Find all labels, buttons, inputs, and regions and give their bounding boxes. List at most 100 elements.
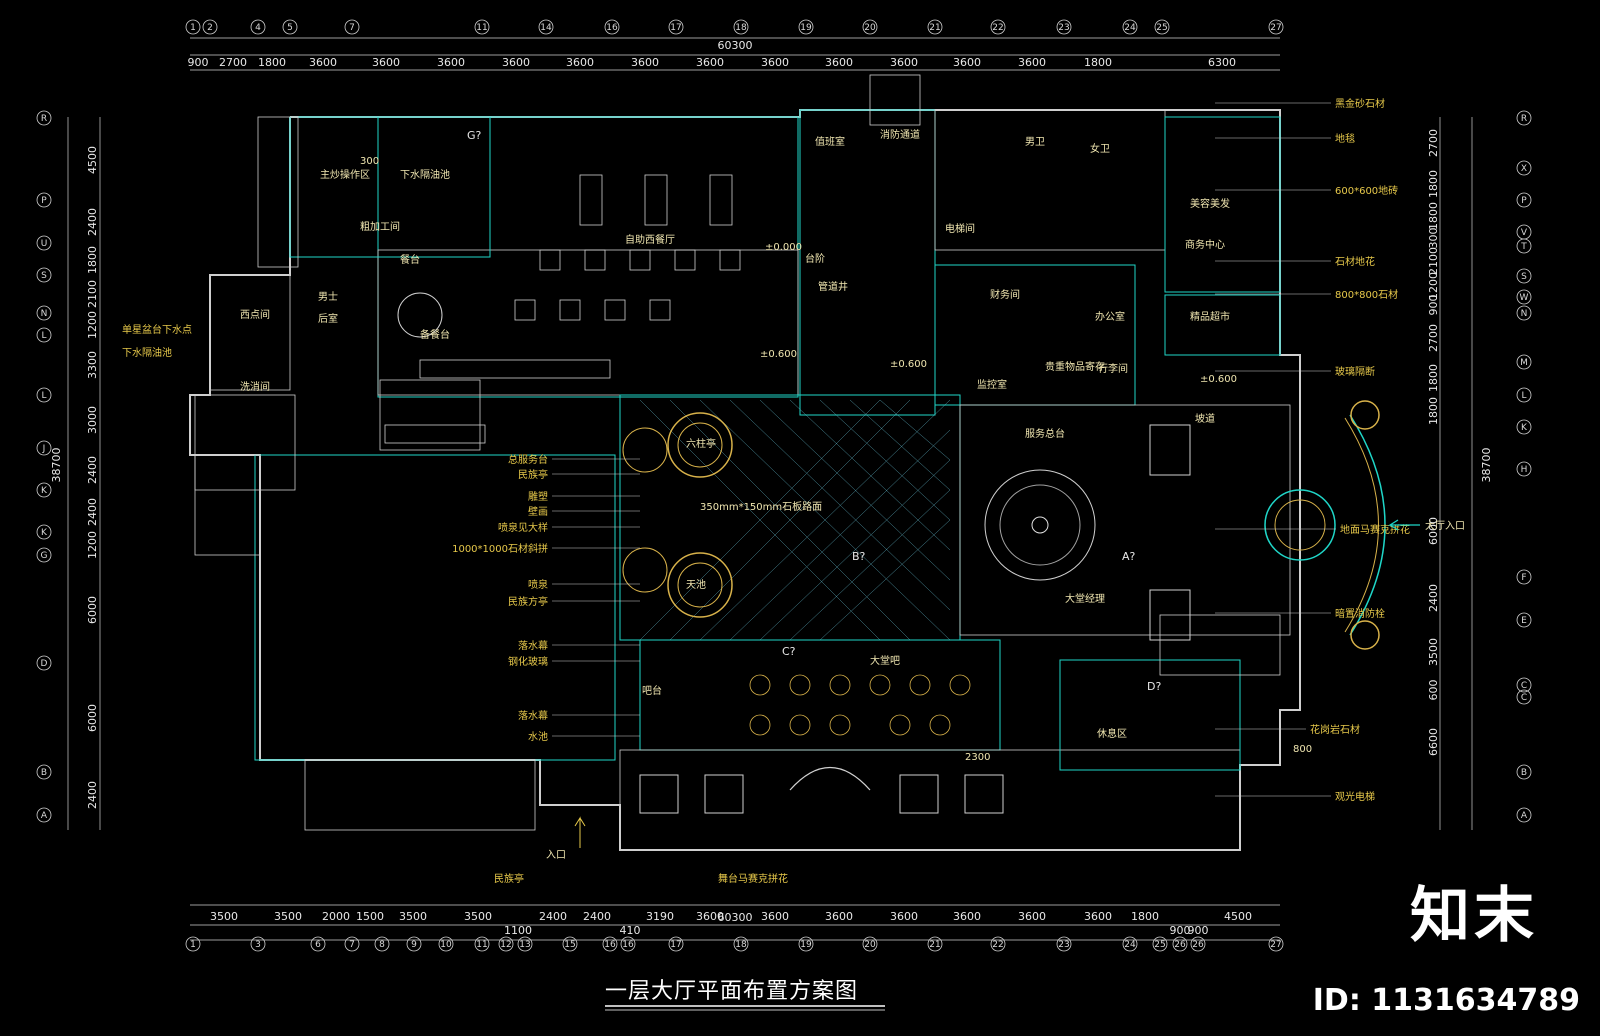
right-dim-7: 2700 bbox=[1427, 324, 1440, 352]
axis-left-3-label: S bbox=[41, 271, 47, 281]
misc-marks: ±0.000±0.600±0.600±0.600G?A?B?C?D?350mm*… bbox=[467, 129, 1312, 755]
left-dim-4: 1200 bbox=[86, 311, 99, 339]
zone-mark-2: B? bbox=[852, 550, 866, 563]
bottom-dim-4: 3500 bbox=[399, 910, 427, 923]
axis-bottom-18-label: 22 bbox=[992, 940, 1003, 950]
center-callout-2: 雕塑 bbox=[528, 490, 640, 503]
axis-bottom-5: 9 bbox=[406, 936, 422, 952]
room-label-11: 台阶 bbox=[805, 252, 825, 265]
hall-label-1: 天池 bbox=[686, 578, 706, 591]
bottom-dim-10: 3190 bbox=[646, 910, 674, 923]
room-label-28: 大堂吧 bbox=[870, 654, 900, 667]
axis-bottom-4: 8 bbox=[374, 936, 390, 952]
axis-left-2-label: U bbox=[41, 239, 48, 249]
top-dim-13: 3600 bbox=[953, 56, 981, 69]
center-callout-text-9: 钢化玻璃 bbox=[508, 655, 548, 668]
right-callouts: 黑金砂石材地毯600*600地砖石材地花800*800石材玻璃隔断地面马赛克拼花… bbox=[1215, 97, 1410, 803]
right-callout-text-5: 玻璃隔断 bbox=[1335, 365, 1375, 378]
axis-top-1: 2 bbox=[202, 19, 218, 35]
bottom-dim-1: 3500 bbox=[274, 910, 302, 923]
left-dim-7: 2400 bbox=[86, 456, 99, 484]
room-label-17: 备餐台 bbox=[420, 328, 450, 341]
center-callout-text-10: 落水幕 bbox=[518, 709, 548, 722]
center-callout-text-7: 民族方亭 bbox=[508, 595, 548, 608]
axis-bottom-18: 22 bbox=[990, 936, 1006, 952]
axis-bottom-6-label: 10 bbox=[440, 940, 452, 950]
axis-bottom-3: 7 bbox=[344, 936, 360, 952]
left-dim-3: 2100 bbox=[86, 280, 99, 308]
bottom-dim-14: 3600 bbox=[890, 910, 918, 923]
axis-right-0: R bbox=[1516, 110, 1532, 126]
top-dim-9: 3600 bbox=[696, 56, 724, 69]
axis-bottom-19: 23 bbox=[1056, 936, 1072, 952]
room-label-30: 休息区 bbox=[1097, 727, 1127, 740]
axis-right-9: L bbox=[1516, 387, 1532, 403]
axis-top-13: 22 bbox=[990, 19, 1006, 35]
center-callout-text-12: 民族亭 bbox=[494, 872, 524, 885]
axis-bottom-17: 21 bbox=[927, 936, 943, 952]
right-callout-4: 800*800石材 bbox=[1215, 288, 1398, 301]
axis-top-13-label: 22 bbox=[992, 23, 1003, 33]
bottom-dim-6: 1100 bbox=[504, 924, 532, 937]
top-dim-3: 3600 bbox=[309, 56, 337, 69]
right-dim-3: 300 bbox=[1427, 228, 1440, 249]
axis-top-8: 17 bbox=[668, 19, 684, 35]
axis-left-2: U bbox=[36, 235, 52, 251]
axis-left-12-label: B bbox=[41, 768, 47, 778]
axis-bottom-9: 13 bbox=[517, 936, 533, 952]
axis-top-16-label: 25 bbox=[1156, 23, 1167, 33]
axis-top-14-label: 23 bbox=[1058, 23, 1069, 33]
center-callout-5: 1000*1000石材斜拼 bbox=[452, 542, 640, 555]
room-label-33: 300 bbox=[360, 156, 379, 167]
axis-right-15-label: C bbox=[1521, 693, 1527, 703]
axis-top-0-label: 1 bbox=[190, 23, 196, 33]
bottom-dim-3: 1500 bbox=[356, 910, 384, 923]
axis-bottom-22: 26 bbox=[1172, 936, 1188, 952]
axis-bottom-20: 24 bbox=[1122, 936, 1138, 952]
room-label-20: 精品超市 bbox=[1190, 310, 1230, 323]
axis-right-15: C bbox=[1516, 689, 1532, 705]
room-labels: 值班室消防通道男卫女卫美容美发主炒操作区下水隔油池粗加工间自助西餐厅餐台电梯间台… bbox=[240, 128, 1230, 861]
axis-right-11: H bbox=[1516, 461, 1532, 477]
axis-top-4-label: 7 bbox=[349, 23, 355, 33]
room-label-6: 下水隔油池 bbox=[400, 168, 450, 181]
axis-bottom-12: 16 bbox=[620, 936, 636, 952]
zone-mark-0: G? bbox=[467, 129, 482, 142]
right-callout-3: 石材地花 bbox=[1215, 255, 1375, 268]
right-callout-text-3: 石材地花 bbox=[1335, 255, 1375, 268]
building-outline bbox=[189, 74, 1386, 851]
right-callout-text-0: 黑金砂石材 bbox=[1335, 97, 1385, 110]
center-callout-text-6: 喷泉 bbox=[528, 578, 548, 591]
left-dim-6: 3000 bbox=[86, 406, 99, 434]
right-callout-text-2: 600*600地砖 bbox=[1335, 184, 1398, 197]
center-callout-text-0: 总服务台 bbox=[508, 453, 548, 466]
left-callout-0: 单星盆台下水点 bbox=[122, 323, 192, 336]
center-callout-6: 喷泉 bbox=[528, 578, 640, 591]
top-dim-8: 3600 bbox=[631, 56, 659, 69]
axis-top-6-label: 14 bbox=[540, 23, 552, 33]
top-dim-15: 1800 bbox=[1084, 56, 1112, 69]
right-callout-9: 观光电梯 bbox=[1215, 790, 1375, 803]
axis-right-3-label: V bbox=[1521, 228, 1528, 238]
top-dim-14: 3600 bbox=[1018, 56, 1046, 69]
axis-right-6-label: W bbox=[1520, 293, 1529, 303]
axis-left-10-label: G bbox=[41, 551, 48, 561]
axis-top-11: 20 bbox=[862, 19, 878, 35]
center-callouts: 总服务台民族亭雕塑壁画喷泉见大样1000*1000石材斜拼喷泉民族方亭落水幕钢化… bbox=[452, 453, 788, 885]
axis-bottom-23-label: 26 bbox=[1192, 940, 1204, 950]
center-callout-12: 民族亭 bbox=[494, 872, 524, 885]
axis-bottom-8: 12 bbox=[498, 936, 514, 952]
bottom-dim-11: 3600 bbox=[696, 910, 724, 923]
axis-top-6: 14 bbox=[538, 19, 554, 35]
axis-bottom-15: 19 bbox=[798, 936, 814, 952]
axis-bottom-7-label: 11 bbox=[476, 940, 487, 950]
axis-right-10: K bbox=[1516, 419, 1532, 435]
center-callout-text-3: 壁画 bbox=[528, 505, 548, 518]
axis-top-5-label: 11 bbox=[476, 23, 487, 33]
axis-right-17: A bbox=[1516, 807, 1532, 823]
center-callout-0: 总服务台 bbox=[508, 453, 640, 466]
left-dim-12: 2400 bbox=[86, 781, 99, 809]
top-dim-11: 3600 bbox=[825, 56, 853, 69]
axis-bottom-24: 27 bbox=[1268, 936, 1284, 952]
